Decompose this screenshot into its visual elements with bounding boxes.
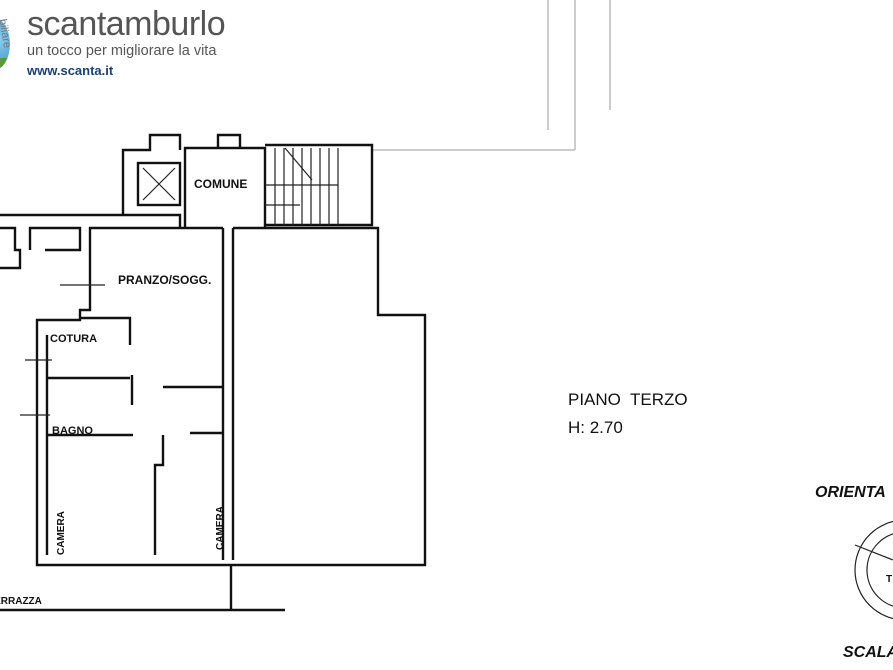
scale-label: SCALA	[843, 644, 893, 661]
svg-text:T: T	[886, 574, 892, 585]
floor-label: PIANO TERZO	[568, 390, 688, 409]
elevator	[121, 133, 182, 228]
height-label: H: 2.70	[568, 418, 623, 437]
label-bedroom-1: CAMERA	[56, 511, 67, 555]
brand-url[interactable]: www.scanta.it	[27, 63, 114, 78]
globe-logo-icon	[0, 18, 10, 70]
logo: biliare scantamburlo un tocco per miglio…	[0, 0, 240, 80]
label-terrace: TERRAZZA	[0, 596, 42, 607]
label-living: PRANZO/SOGG.	[118, 273, 211, 287]
brand-tagline: un tocco per migliorare la vita	[27, 43, 217, 59]
label-bedroom-2: CAMERA	[215, 506, 226, 550]
upper-walls	[372, 0, 611, 151]
common-area	[183, 133, 267, 228]
orientation-label: ORIENTA	[815, 484, 886, 501]
label-bath: BAGNO	[52, 425, 93, 437]
apartment-walls	[0, 213, 427, 612]
staircase	[265, 143, 374, 227]
compass-icon: T	[854, 520, 893, 620]
label-common: COMUNE	[194, 177, 247, 191]
brand-name: scantamburlo	[27, 5, 226, 43]
label-kitchen: COTURA	[50, 333, 97, 345]
